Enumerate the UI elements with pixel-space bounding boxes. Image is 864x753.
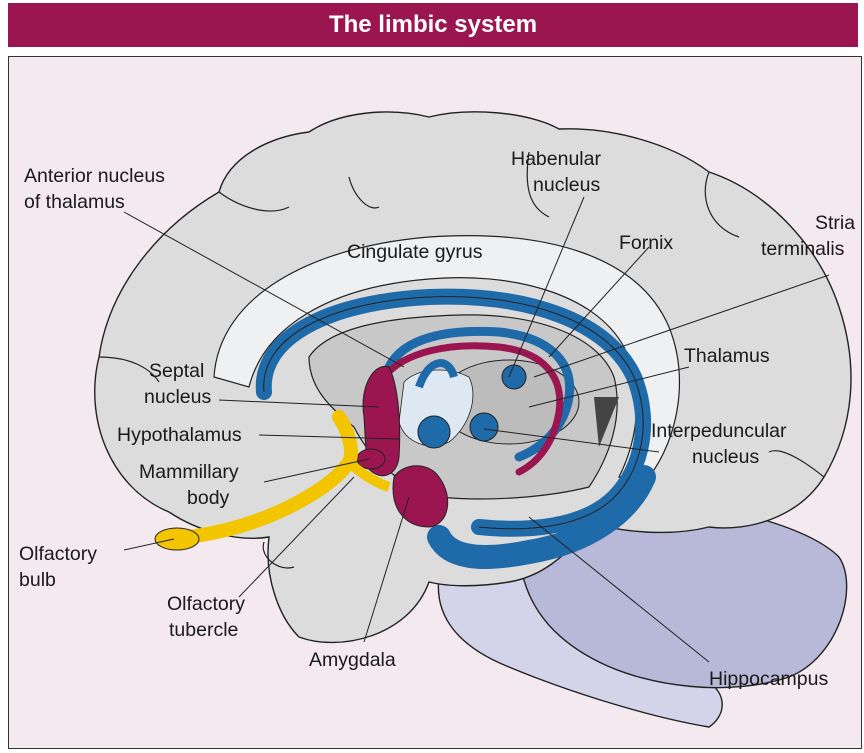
label-cingulate-gyrus: Cingulate gyrus [347, 241, 483, 263]
label-habenular-line2: nucleus [533, 174, 600, 196]
label-olfactory-tubercle-line1: Olfactory [167, 593, 245, 615]
olfactory-bulb [155, 528, 199, 550]
label-hypothalamus: Hypothalamus [117, 424, 242, 446]
label-amygdala: Amygdala [309, 649, 396, 671]
label-mammillary-line2: body [187, 487, 230, 509]
label-olfactory-bulb-line1: Olfactory [19, 543, 97, 565]
label-anterior-nucleus-line2: of thalamus [24, 191, 125, 213]
habenular-blob [502, 365, 526, 389]
figure-title: The limbic system [329, 11, 537, 39]
title-bar: The limbic system [8, 3, 858, 47]
label-olfactory-bulb-line2: bulb [19, 569, 56, 591]
diagram-panel: Anterior nucleus of thalamus Habenular n… [8, 56, 862, 749]
label-mammillary-line1: Mammillary [139, 461, 239, 483]
blue-blob [418, 416, 450, 448]
mammillary-body [357, 449, 385, 469]
limbic-diagram: Anterior nucleus of thalamus Habenular n… [9, 57, 862, 749]
label-interpeduncular-line2: nucleus [692, 446, 759, 468]
label-stria-line2: terminalis [761, 238, 845, 260]
label-hippocampus: Hippocampus [709, 668, 828, 690]
label-stria-line1: Stria [815, 212, 855, 234]
label-interpeduncular-line1: Interpeduncular [651, 420, 787, 442]
interpeduncular-blob [470, 413, 498, 441]
label-habenular-line1: Habenular [511, 148, 601, 170]
label-septal-line2: nucleus [144, 386, 211, 408]
label-anterior-nucleus-line1: Anterior nucleus [24, 165, 165, 187]
label-olfactory-tubercle-line2: tubercle [169, 619, 238, 641]
label-thalamus: Thalamus [684, 345, 770, 367]
label-fornix: Fornix [619, 232, 673, 254]
label-septal-line1: Septal [149, 360, 204, 382]
